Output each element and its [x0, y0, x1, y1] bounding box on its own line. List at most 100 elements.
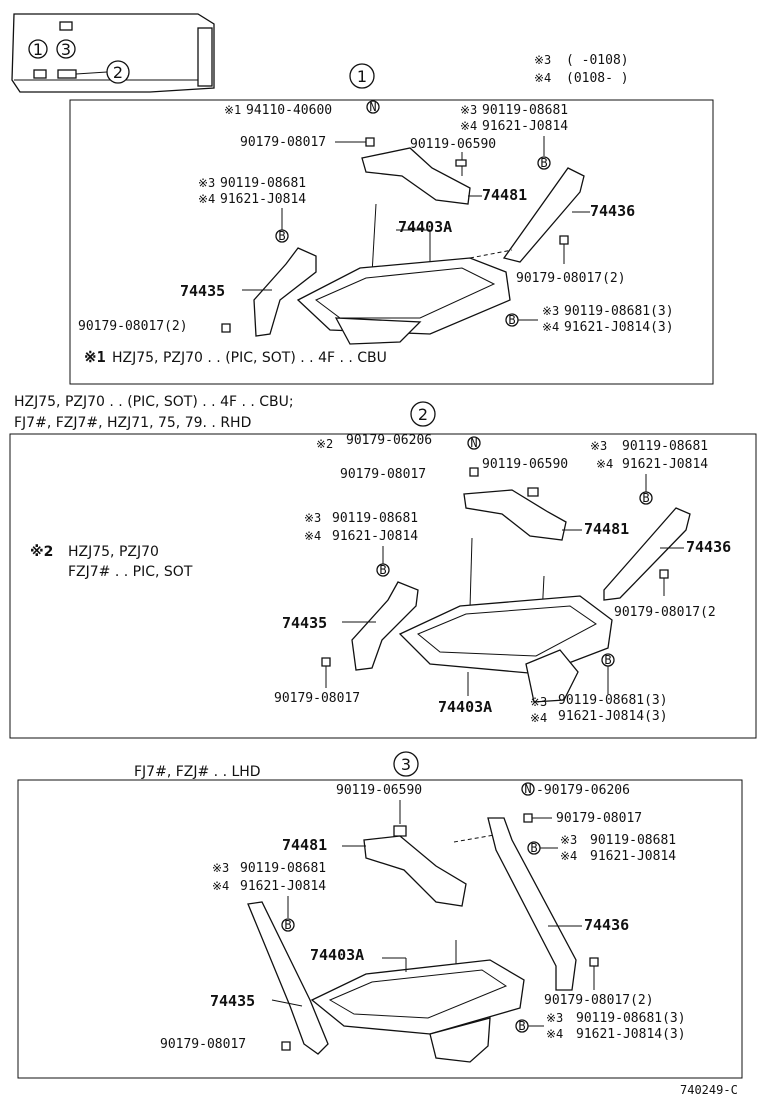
- svg-text:B: B: [508, 313, 515, 327]
- sec2-side-line-1: HZJ75, PZJ70: [68, 544, 159, 560]
- svg-text:※2: ※2: [316, 437, 333, 451]
- svg-text:※3: ※3: [460, 103, 477, 117]
- sec1-footnote-mark: ※1: [84, 348, 106, 366]
- sec3-part-90119-08681a: 90119-08681: [590, 833, 676, 848]
- sec1-part-74481: 74481: [482, 186, 527, 204]
- svg-text:B: B: [530, 841, 537, 855]
- sec3-header: FJ7#, FZJ# . . LHD: [134, 764, 261, 780]
- sec1-part-74435: 74435: [180, 282, 225, 300]
- sec2-part-74403A: 74403A: [438, 698, 492, 716]
- sec3-part-91621-J0814-3: 91621-J0814(3): [576, 1027, 686, 1042]
- section-1: 1 ※1 94110-40600 N 90179-08017 ※3 90119-…: [69, 63, 714, 385]
- section-2-frame: [9, 433, 757, 739]
- sec2-part-90119-08681-3: 90119-08681(3): [558, 693, 668, 708]
- sec1-part-91621-J0814-3: 91621-J0814(3): [564, 320, 674, 335]
- sec2-part-90179-08017-2: 90179-08017(2: [614, 605, 716, 620]
- svg-text:※3: ※3: [304, 511, 321, 525]
- legend-range-3: ( -0108): [566, 53, 629, 68]
- sec3-part-90179-08017a: 90179-08017: [556, 811, 642, 826]
- sec3-part-91621-J0814a: 91621-J0814: [590, 849, 676, 864]
- legend: ※3 ( -0108) ※4 (0108- ): [534, 53, 629, 86]
- vehicle-inset: 1 3 2: [11, 13, 215, 93]
- svg-text:B: B: [284, 918, 291, 932]
- sec1-part-91621-J0814b: 91621-J0814: [220, 192, 306, 207]
- svg-text:B: B: [540, 156, 547, 170]
- sec2-part-91621-J0814b: 91621-J0814: [332, 529, 418, 544]
- sec3-part-74435: 74435: [210, 992, 255, 1010]
- svg-text:※4: ※4: [546, 1027, 563, 1041]
- section-1-frame: [69, 99, 714, 385]
- sec3-part-90179-06206: -90179-06206: [536, 783, 630, 798]
- inset-label-1: 1: [33, 40, 43, 59]
- svg-text:※3: ※3: [546, 1011, 563, 1025]
- svg-text:※4: ※4: [596, 457, 613, 471]
- sec1-part-90179-08017-2b: 90179-08017(2): [516, 271, 626, 286]
- sec2-part-90119-08681b: 90119-08681: [332, 511, 418, 526]
- sec3-part-90119-08681-3: 90119-08681(3): [576, 1011, 686, 1026]
- sec1-part-90179-08017-2a: 90179-08017(2): [78, 319, 188, 334]
- svg-text:B: B: [518, 1019, 525, 1033]
- svg-text:※4: ※4: [198, 192, 215, 206]
- legend-mark-3: ※3: [534, 53, 551, 67]
- svg-text:B: B: [604, 653, 611, 667]
- sec2-side-mark: ※2: [30, 544, 53, 560]
- sec1-note-mark: ※1: [224, 103, 241, 117]
- applicability-note-2: FJ7#, FZJ7#, HZJ71, 75, 79. . RHD: [14, 415, 251, 431]
- svg-text:N: N: [524, 782, 531, 796]
- svg-text:※3: ※3: [542, 304, 559, 318]
- svg-text:B: B: [278, 229, 285, 243]
- section-3: FJ7#, FZJ# . . LHD 3 90119-06590 N -9017…: [17, 751, 743, 1079]
- sec3-part-74436: 74436: [584, 916, 629, 934]
- sec3-part-74403A: 74403A: [310, 946, 364, 964]
- inset-label-2: 2: [113, 63, 123, 82]
- svg-text:※4: ※4: [560, 849, 577, 863]
- sec1-part-90119-06590: 90119-06590: [410, 137, 496, 152]
- sec1-part-90179-08017: 90179-08017: [240, 135, 326, 150]
- svg-text:※3: ※3: [530, 695, 547, 709]
- svg-text:※3: ※3: [560, 833, 577, 847]
- sec1-part-91621-J0814a: 91621-J0814: [482, 119, 568, 134]
- svg-text:※4: ※4: [304, 529, 321, 543]
- sec3-part-91621-J0814b: 91621-J0814: [240, 879, 326, 894]
- section-2-number: 2: [418, 405, 428, 424]
- svg-text:※4: ※4: [460, 119, 477, 133]
- sec1-footnote: HZJ75, PZJ70 . . (PIC, SOT) . . 4F . . C…: [112, 350, 387, 366]
- sec2-part-90119-06590: 90119-06590: [482, 457, 568, 472]
- svg-text:B: B: [379, 563, 386, 577]
- svg-text:N: N: [470, 436, 477, 450]
- sec1-part-90119-08681a: 90119-08681: [482, 103, 568, 118]
- sec2-side-line-2: FZJ7# . . PIC, SOT: [68, 564, 193, 580]
- section-2: 2 ※2 90179-06206 N 90179-08017 90119-065…: [9, 401, 757, 739]
- section-3-number: 3: [401, 755, 411, 774]
- sec2-part-91621-J0814a: 91621-J0814: [622, 457, 708, 472]
- sec1-part-74403A: 74403A: [398, 218, 452, 236]
- svg-text:※4: ※4: [530, 711, 547, 725]
- figure-code: 740249-C: [680, 1083, 738, 1097]
- applicability-note-1: HZJ75, PZJ70 . . (PIC, SOT) . . 4F . . C…: [14, 394, 294, 410]
- svg-text:※3: ※3: [590, 439, 607, 453]
- sec3-part-74481: 74481: [282, 836, 327, 854]
- sec3-part-90179-08017b: 90179-08017: [160, 1037, 246, 1052]
- sec2-part-74481: 74481: [584, 520, 629, 538]
- sec3-part-90179-08017-2: 90179-08017(2): [544, 993, 654, 1008]
- svg-text:B: B: [642, 491, 649, 505]
- section-1-number: 1: [357, 67, 367, 86]
- inset-label-3: 3: [61, 40, 71, 59]
- sec2-part-90179-06206: 90179-06206: [346, 433, 432, 448]
- svg-text:※3: ※3: [212, 861, 229, 875]
- sec2-part-90179-08017a: 90179-08017: [340, 467, 426, 482]
- sec2-part-91621-J0814-3: 91621-J0814(3): [558, 709, 668, 724]
- sec1-part-74436: 74436: [590, 202, 635, 220]
- svg-text:N: N: [369, 100, 376, 114]
- sec2-part-74436: 74436: [686, 538, 731, 556]
- sec3-part-90119-06590: 90119-06590: [336, 783, 422, 798]
- legend-mark-4: ※4: [534, 71, 551, 85]
- sec2-part-90179-08017b: 90179-08017: [274, 691, 360, 706]
- svg-text:※4: ※4: [542, 320, 559, 334]
- svg-text:※4: ※4: [212, 879, 229, 893]
- section-3-frame: [17, 779, 743, 1079]
- sec1-part-90119-08681-3: 90119-08681(3): [564, 304, 674, 319]
- svg-text:※3: ※3: [198, 176, 215, 190]
- sec1-part-94110: 94110-40600: [246, 103, 332, 118]
